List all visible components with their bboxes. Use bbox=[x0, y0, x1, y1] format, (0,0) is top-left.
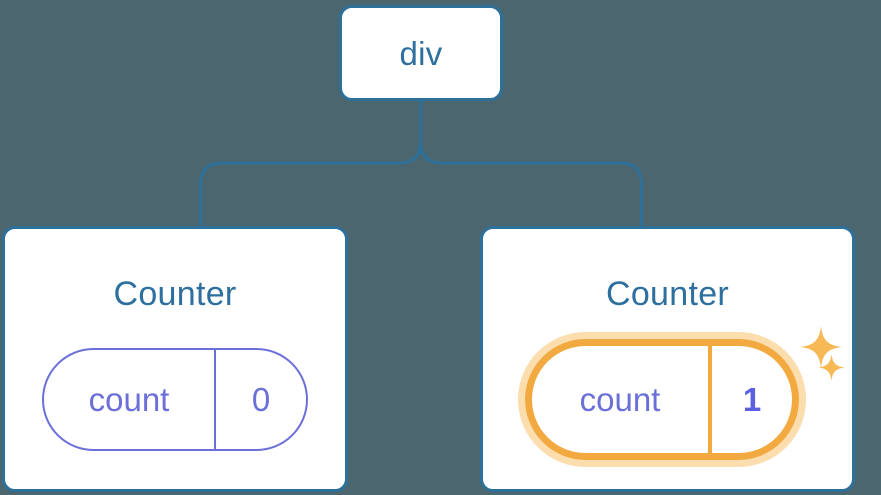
node-counter-left-label: Counter bbox=[113, 275, 237, 313]
state-pill-count-left[interactable]: count 0 bbox=[42, 348, 308, 451]
node-counter-right-label: Counter bbox=[605, 275, 730, 313]
highlight-glow bbox=[518, 332, 806, 467]
state-pill-count-right[interactable]: count 1 bbox=[525, 339, 799, 460]
node-div-label: div bbox=[399, 34, 443, 72]
connector-left bbox=[199, 98, 422, 229]
state-pill-count-right-wrapper[interactable]: count 1 bbox=[518, 332, 806, 467]
state-value-label: 1 bbox=[742, 380, 762, 418]
state-key-label: count bbox=[44, 350, 216, 449]
state-key-label: count bbox=[532, 346, 712, 453]
sparkle-small-icon bbox=[818, 354, 845, 381]
node-div[interactable]: div bbox=[339, 5, 503, 101]
connector-right bbox=[419, 98, 643, 229]
state-value-label: 0 bbox=[251, 380, 271, 418]
sparkle-large-icon bbox=[800, 326, 842, 368]
